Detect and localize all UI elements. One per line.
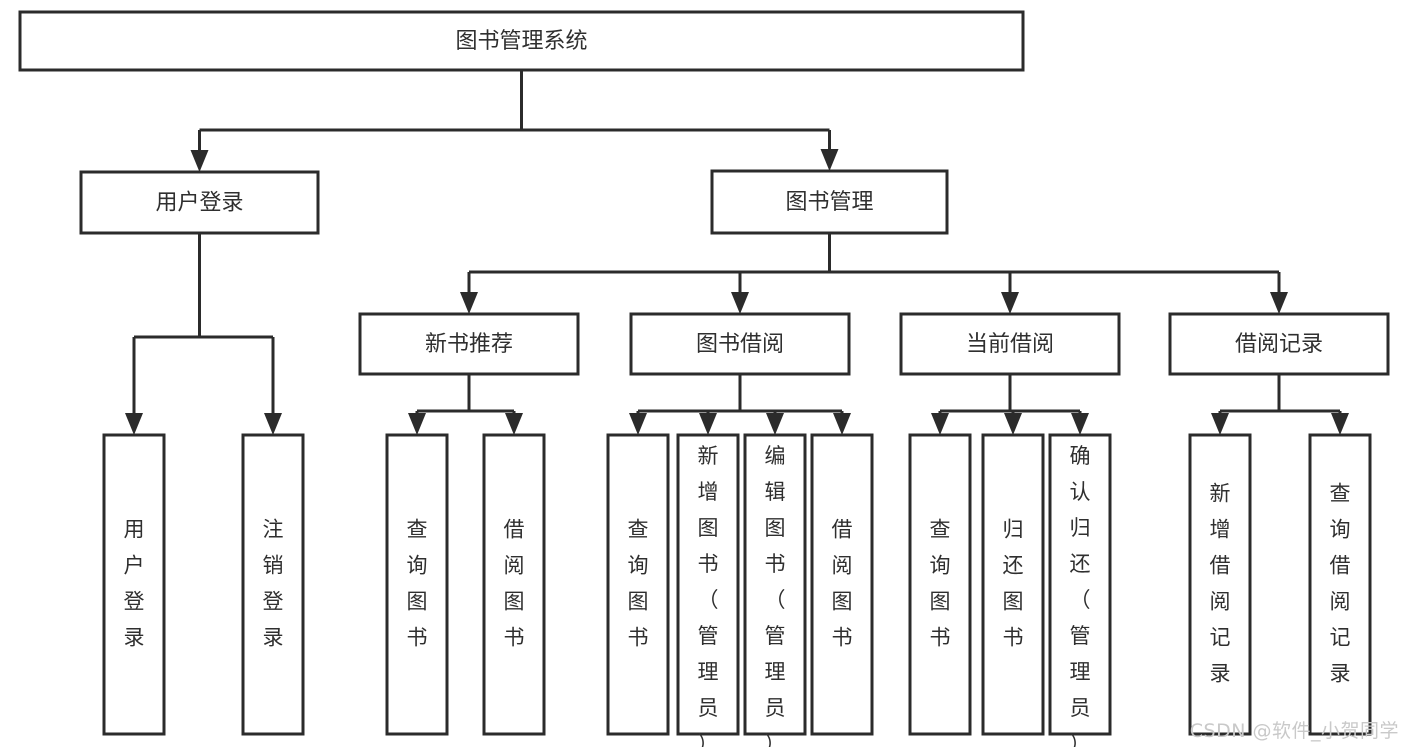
node-label-leaf-return-book: 归还图书 — [1003, 518, 1024, 650]
node-leaf-borrow-book-2[interactable]: 借阅图书 — [810, 433, 874, 736]
arrowhead-leaf_borrow_book_2 — [833, 413, 851, 435]
node-label-new-book-rec: 新书推荐 — [425, 332, 513, 357]
node-box-leaf-edit-book — [743, 433, 807, 736]
node-leaf-query-book-2[interactable]: 查询图书 — [606, 433, 670, 736]
node-borrow-record[interactable]: 借阅记录 — [1168, 312, 1390, 376]
node-box-current-borrow — [899, 312, 1121, 376]
node-label-current-borrow: 当前借阅 — [966, 332, 1054, 357]
node-label-borrow-record: 借阅记录 — [1235, 332, 1323, 357]
node-leaf-edit-book[interactable]: 编辑图书（管理员） — [743, 433, 807, 747]
node-leaf-add-book[interactable]: 新增图书（管理员） — [676, 433, 740, 747]
node-box-borrow-record — [1168, 312, 1390, 376]
node-current-borrow[interactable]: 当前借阅 — [899, 312, 1121, 376]
arrowhead-new_book_rec — [460, 292, 478, 314]
node-leaf-user-login[interactable]: 用户登录 — [102, 433, 166, 736]
arrowhead-leaf_query_record — [1331, 413, 1349, 435]
node-label-leaf-confirm-return: 确认归还（管理员） — [1070, 444, 1091, 747]
node-box-leaf-confirm-return — [1048, 433, 1112, 736]
node-box-leaf-query-record — [1308, 433, 1372, 736]
arrowhead-current_borrow — [1001, 292, 1019, 314]
node-label-leaf-query-book-1: 查询图书 — [407, 518, 428, 650]
arrowhead-leaf_add_record — [1211, 413, 1229, 435]
node-label-leaf-query-record: 查询借阅记录 — [1330, 482, 1351, 686]
arrowhead-leaf_user_login — [125, 413, 143, 435]
node-box-book-manage — [710, 169, 949, 235]
arrowhead-leaf_query_book_3 — [931, 413, 949, 435]
node-label-leaf-user-login: 用户登录 — [124, 518, 145, 650]
node-box-leaf-logout — [241, 433, 305, 736]
node-user-login[interactable]: 用户登录 — [79, 170, 320, 235]
node-root[interactable]: 图书管理系统 — [18, 10, 1025, 72]
node-label-leaf-logout: 注销登录 — [263, 518, 284, 650]
node-box-book-borrow — [629, 312, 851, 376]
arrowhead-book_manage — [820, 149, 839, 171]
node-leaf-return-book[interactable]: 归还图书 — [981, 433, 1045, 736]
node-book-borrow[interactable]: 图书借阅 — [629, 312, 851, 376]
arrowhead-leaf_logout — [264, 413, 282, 435]
node-leaf-query-book-3[interactable]: 查询图书 — [908, 433, 972, 736]
node-label-leaf-add-book: 新增图书（管理员） — [698, 444, 719, 747]
node-book-manage[interactable]: 图书管理 — [710, 169, 949, 235]
node-label-leaf-borrow-book-1: 借阅图书 — [504, 518, 525, 650]
arrowhead-leaf_borrow_book_1 — [505, 413, 523, 435]
node-label-leaf-borrow-book-2: 借阅图书 — [832, 518, 853, 650]
connector-layer — [125, 70, 1349, 435]
node-leaf-logout[interactable]: 注销登录 — [241, 433, 305, 736]
node-box-leaf-query-book-2 — [606, 433, 670, 736]
node-box-leaf-query-book-3 — [908, 433, 972, 736]
node-leaf-query-record[interactable]: 查询借阅记录 — [1308, 433, 1372, 736]
node-layer: 图书管理系统用户登录图书管理新书推荐图书借阅当前借阅借阅记录用户登录注销登录查询… — [18, 10, 1390, 747]
node-box-leaf-borrow-book-1 — [482, 433, 546, 736]
node-box-leaf-query-book-1 — [385, 433, 449, 736]
arrowhead-leaf_edit_book — [766, 413, 784, 435]
node-label-leaf-query-book-3: 查询图书 — [930, 518, 951, 650]
arrowhead-leaf_add_book — [699, 413, 717, 435]
arrowhead-leaf_confirm_return — [1071, 413, 1089, 435]
node-label-root: 图书管理系统 — [455, 29, 587, 54]
node-leaf-add-record[interactable]: 新增借阅记录 — [1188, 433, 1252, 736]
node-box-leaf-add-record — [1188, 433, 1252, 736]
node-box-leaf-add-book — [676, 433, 740, 736]
node-new-book-rec[interactable]: 新书推荐 — [358, 312, 580, 376]
node-leaf-query-book-1[interactable]: 查询图书 — [385, 433, 449, 736]
node-leaf-borrow-book-1[interactable]: 借阅图书 — [482, 433, 546, 736]
node-box-leaf-return-book — [981, 433, 1045, 736]
node-box-leaf-user-login — [102, 433, 166, 736]
node-box-root — [18, 10, 1025, 72]
node-label-book-manage: 图书管理 — [785, 190, 873, 215]
arrowhead-user_login — [190, 150, 209, 172]
node-label-user-login: 用户登录 — [155, 191, 243, 216]
node-label-leaf-add-record: 新增借阅记录 — [1210, 482, 1231, 686]
arrowhead-leaf_query_book_1 — [408, 413, 426, 435]
arrowhead-leaf_query_book_2 — [629, 413, 647, 435]
node-label-leaf-query-book-2: 查询图书 — [628, 518, 649, 650]
node-label-book-borrow: 图书借阅 — [696, 332, 784, 357]
node-box-new-book-rec — [358, 312, 580, 376]
node-box-leaf-borrow-book-2 — [810, 433, 874, 736]
node-box-user-login — [79, 170, 320, 235]
arrowhead-leaf_return_book — [1004, 413, 1022, 435]
node-leaf-confirm-return[interactable]: 确认归还（管理员） — [1048, 433, 1112, 747]
arrowhead-borrow_record — [1270, 292, 1288, 314]
node-label-leaf-edit-book: 编辑图书（管理员） — [765, 444, 786, 747]
arrowhead-book_borrow — [731, 292, 749, 314]
